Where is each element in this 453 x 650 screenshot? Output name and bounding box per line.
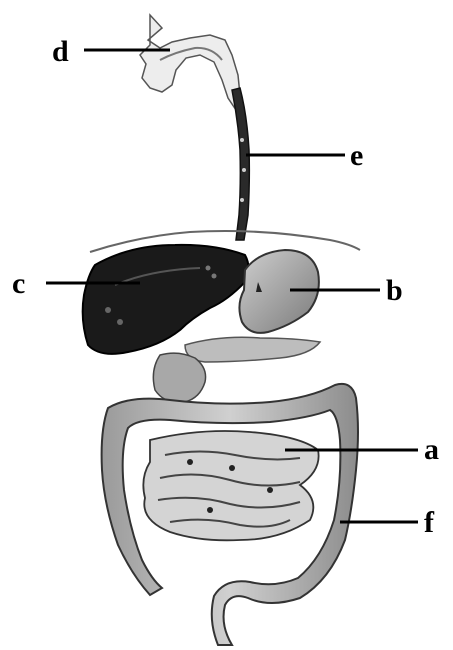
pancreas — [185, 337, 320, 362]
small-intestine — [143, 431, 318, 540]
label-e: e — [350, 139, 363, 172]
label-f: f — [424, 506, 435, 539]
mouth-pharynx — [140, 15, 240, 110]
label-c: c — [12, 267, 25, 300]
label-b: b — [386, 274, 403, 307]
esophagus — [232, 88, 249, 240]
label-d: d — [52, 35, 69, 68]
label-a: a — [424, 433, 439, 466]
duodenum — [153, 353, 205, 402]
